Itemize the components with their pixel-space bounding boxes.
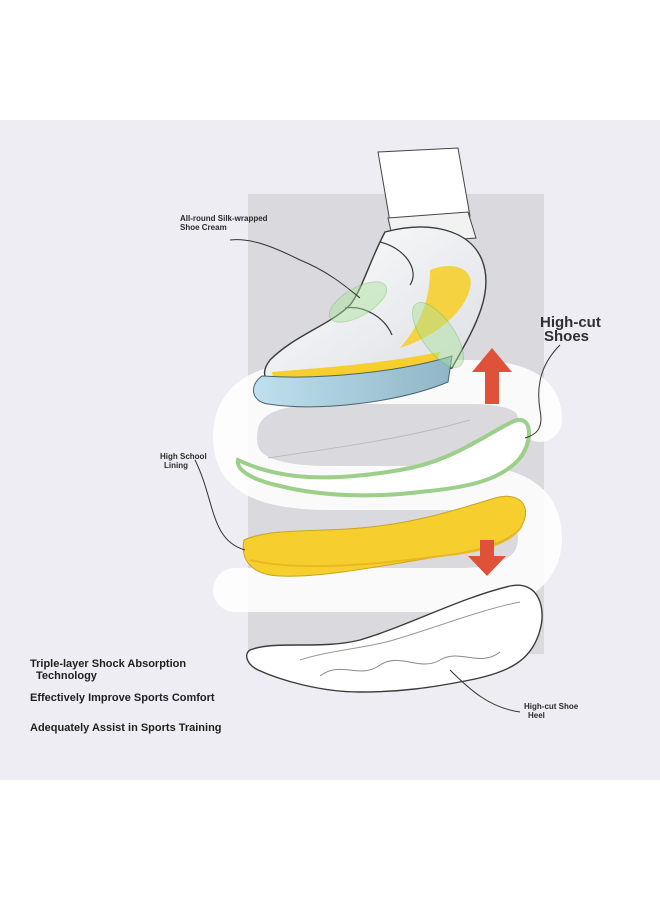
shoe-yellow-accent [400,266,471,348]
lining-layer [235,418,532,498]
label-highcut-line1: High-cut [540,314,601,331]
arrow-down-icon [468,540,506,576]
label-heel: High-cut Shoe Heel [524,702,578,720]
label-lining-line1: High School [160,452,207,461]
label-highcut: High-cut Shoes [540,314,601,345]
feature-item-2: Adequately Assist in Sports Training [30,722,222,734]
label-upper-line1: All-round Silk-wrapped [180,214,268,223]
yellow-insole-edge [249,525,523,568]
leg [377,147,471,223]
green-band-1 [328,281,388,323]
callout-line-heel [449,669,521,713]
label-heel-line1: High-cut Shoe [524,702,579,711]
shoe-sole-blue [253,355,453,408]
label-upper: All-round Silk-wrapped Shoe Cream [180,214,268,232]
arrow-up-icon [472,348,512,404]
product-panel: All-round Silk-wrapped Shoe Cream High S… [0,120,660,780]
midsole [246,584,543,693]
callout-line-upper [229,239,361,299]
label-heel-line2: Heel [528,711,545,720]
label-highcut-line2: Shoes [544,328,590,345]
midsole-wave-1 [319,651,501,677]
label-upper-line2: Shoe Cream [180,223,227,232]
feature-item-1: Effectively Improve Sports Comfort [30,692,215,704]
shoe-strap-1 [379,241,414,286]
label-lining-line2: Lining [164,461,188,470]
feature-title: Triple-layer Shock Absorption Technology [30,658,186,682]
shoe-exploded-illustration [194,147,562,713]
shoe-sole-yellow [272,352,440,382]
shoe-strap-2 [344,307,393,336]
feature-title-line2: Technology [36,670,97,682]
lining-detail [267,419,471,459]
green-band-2 [412,302,464,368]
label-lining: High School Lining [160,452,207,470]
feature-title-line1: Triple-layer Shock Absorption [30,658,187,670]
callout-line-lining [194,459,246,551]
midsole-wave-2 [299,601,521,661]
callout-line-highcut [524,344,561,439]
